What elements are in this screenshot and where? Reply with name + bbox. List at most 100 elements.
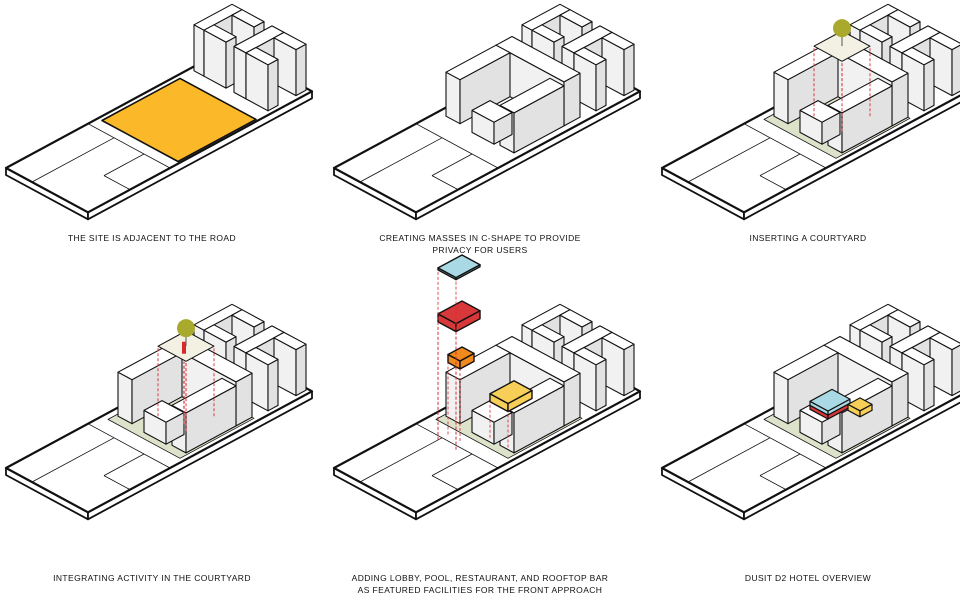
neighbour-a-front-roof — [859, 324, 893, 343]
neighbour-a-wing-side — [193, 24, 205, 77]
step-3-courtyard-diagram — [660, 3, 960, 221]
neighbour-a-back-roof — [887, 9, 921, 28]
neighbour-b-back-roof — [273, 331, 307, 351]
site-parcel-line — [759, 153, 801, 176]
neighbour-b-back-roof — [929, 31, 960, 51]
site-parcel-line — [103, 175, 131, 190]
neighbour-b-front-front — [267, 58, 279, 112]
site-road-edge — [415, 123, 499, 169]
neighbour-a-back-roof — [231, 309, 265, 328]
caption-line: PRIVACY FOR USERS — [432, 245, 528, 255]
neighbour-b-back-front — [295, 43, 307, 97]
neighbour-a-front-roof — [203, 24, 237, 43]
neighbour-b-front-roof — [573, 346, 607, 366]
step-1-caption: THE SITE IS ADJACENT TO THE ROAD — [0, 232, 312, 244]
hotel-side-wing-roof — [445, 44, 511, 81]
neighbour-b-front-roof — [901, 346, 935, 366]
neighbour-b-back-front — [951, 344, 960, 397]
hotel-rear-bar-roof — [495, 35, 581, 83]
site-lane-line — [687, 137, 771, 183]
caption-line: CREATING MASSES IN C-SHAPE TO PROVIDE — [379, 233, 581, 243]
neighbour-b-back-roof — [273, 31, 307, 51]
rooftop-bar-in-place-roof — [809, 388, 851, 412]
step-6-caption: DUSIT D2 HOTEL OVERVIEW — [648, 572, 960, 584]
caption-line: ADDING LOBBY, POOL, RESTAURANT, AND ROOF… — [351, 573, 609, 583]
hotel-rear-bar-roof — [495, 335, 581, 383]
site-lane-line — [359, 137, 443, 183]
neighbour-a-back-roof — [887, 309, 921, 328]
neighbour-b-front-roof — [901, 46, 935, 66]
site-parcel-line — [759, 175, 787, 190]
neighbour-a-back-roof — [231, 9, 265, 28]
site-lane-line — [359, 437, 443, 483]
step-4-caption: INTEGRATING ACTIVITY IN THE COURTYARD — [0, 572, 312, 584]
site-road-edge — [743, 423, 827, 469]
caption-line: DUSIT D2 HOTEL OVERVIEW — [744, 573, 872, 583]
hotel-side-wing-b-roof — [499, 77, 565, 114]
site-parcel-line — [103, 475, 131, 490]
hotel-front-block-roof — [143, 400, 185, 423]
activity-marker — [182, 341, 186, 354]
caption-line: THE SITE IS ADJACENT TO THE ROAD — [67, 233, 237, 243]
neighbour-b-back-roof — [601, 31, 635, 51]
hotel-side-wing-side — [773, 371, 789, 425]
step-5-facilities-diagram — [332, 254, 642, 521]
site-plot-highlight — [101, 77, 257, 163]
site-parcel-line — [431, 453, 473, 476]
neighbour-a-front-roof — [531, 24, 565, 43]
neighbour-b-back-roof — [601, 331, 635, 351]
site-parcel-line — [431, 153, 473, 176]
site-road-edge — [743, 123, 827, 169]
neighbour-a-back-roof — [559, 9, 593, 28]
hotel-front-block-roof — [799, 100, 841, 123]
site-parcel-line — [103, 153, 145, 176]
neighbour-b-front-roof — [573, 46, 607, 66]
site-parcel-line — [431, 175, 459, 190]
site-parcel-line — [759, 453, 801, 476]
step-2-c-shape-masses-diagram — [332, 3, 642, 221]
neighbour-a-back-roof — [559, 309, 593, 328]
site-lane-line — [687, 437, 771, 483]
neighbour-b-front-front — [923, 358, 935, 412]
neighbour-b-front-front — [267, 358, 279, 412]
step-2-caption: CREATING MASSES IN C-SHAPE TO PROVIDE PR… — [320, 232, 640, 256]
lobby-volume-roof — [447, 346, 475, 362]
caption-line: INSERTING A COURTYARD — [749, 233, 867, 243]
neighbour-b-back-front — [951, 44, 960, 97]
step-4-courtyard-activity-diagram — [4, 303, 314, 521]
neighbour-b-back-roof — [929, 331, 960, 351]
site-road-edge — [87, 123, 171, 169]
neighbour-b-front-front — [595, 58, 607, 112]
neighbour-b-wing-side — [233, 45, 247, 100]
neighbour-b-front-front — [923, 58, 935, 112]
step-6-hotel-overview-diagram — [660, 303, 960, 521]
neighbour-b-back-front — [295, 343, 307, 397]
site-lane-line — [31, 137, 115, 183]
rooftop-bar-volume-roof — [437, 254, 481, 279]
neighbour-b-front-roof — [245, 46, 279, 66]
hotel-side-wing-b-roof — [171, 377, 237, 414]
site-parcel-line — [759, 475, 787, 490]
pool-in-place-roof — [847, 397, 873, 412]
neighbour-a-front-roof — [531, 324, 565, 343]
neighbour-b-back-front — [623, 43, 635, 97]
hotel-side-wing-b-roof — [827, 77, 893, 114]
hotel-rear-bar-roof — [823, 335, 909, 383]
hotel-side-wing-side — [117, 371, 133, 425]
step-5-caption: ADDING LOBBY, POOL, RESTAURANT, AND ROOF… — [320, 572, 640, 596]
hotel-side-wing-side — [773, 71, 789, 125]
neighbour-a-front-roof — [203, 324, 237, 343]
site-parcel-line — [103, 453, 145, 476]
site-parcel-line — [431, 475, 459, 490]
hotel-front-block-roof — [471, 100, 513, 123]
neighbour-b-front-roof — [245, 346, 279, 366]
pool-volume-roof — [489, 380, 533, 405]
site-lane-line — [31, 437, 115, 483]
neighbour-a-front-roof — [859, 24, 893, 43]
caption-line: INTEGRATING ACTIVITY IN THE COURTYARD — [53, 573, 251, 583]
neighbour-b-back-front — [623, 343, 635, 397]
site-road-edge — [415, 423, 499, 469]
neighbour-b-front-front — [595, 358, 607, 412]
step-3-caption: INSERTING A COURTYARD — [648, 232, 960, 244]
